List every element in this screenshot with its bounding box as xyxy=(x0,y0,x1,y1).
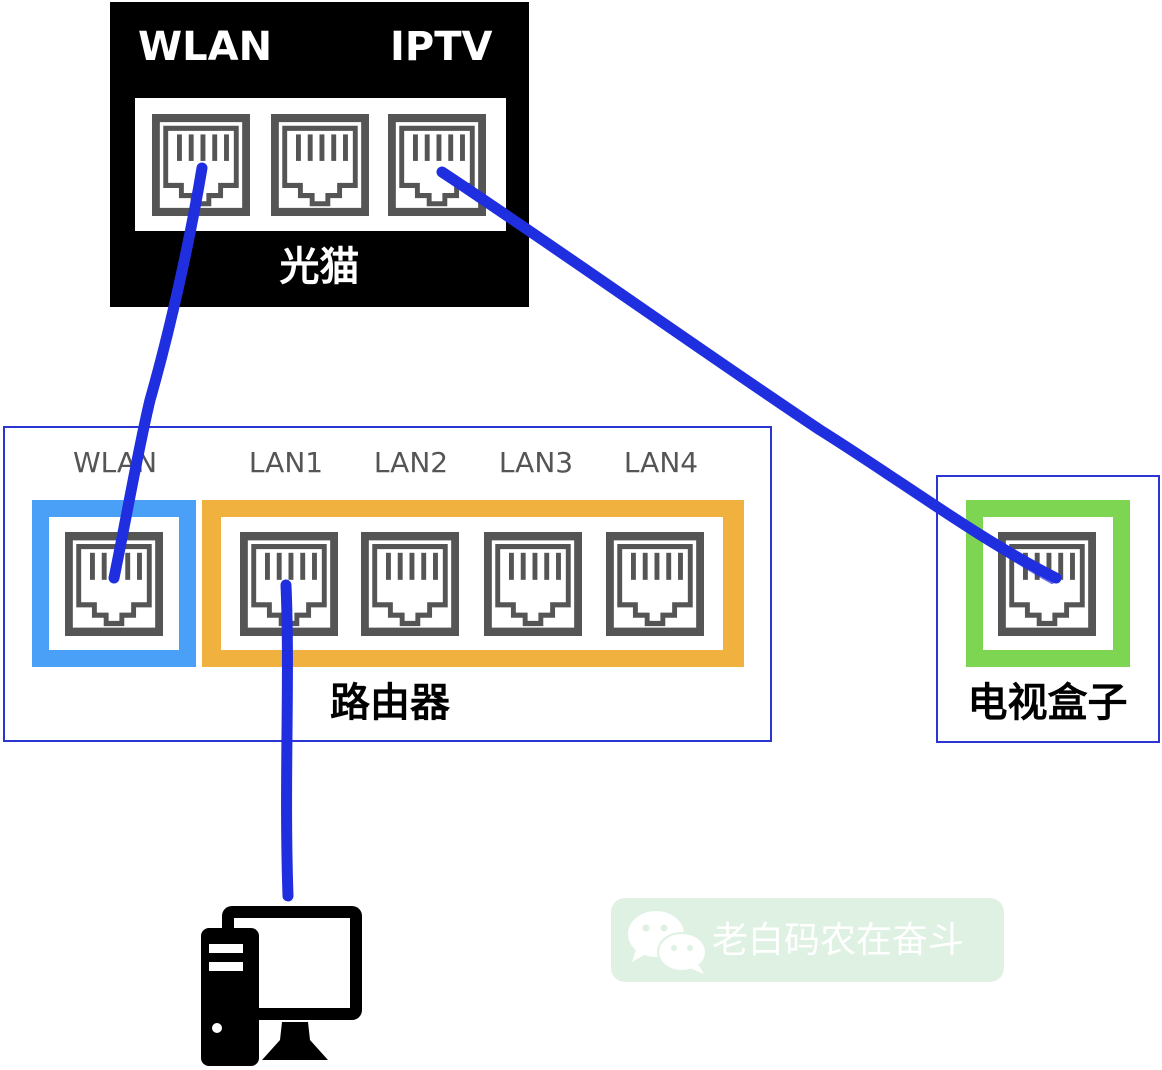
router-title: 路由器 xyxy=(330,680,450,726)
modem-wan-label: WLAN xyxy=(138,24,273,70)
router-port-label-lan3: LAN3 xyxy=(498,446,574,479)
cable-modem-wan-to-router-wan xyxy=(108,162,208,584)
router xyxy=(3,426,772,742)
set-top-box-title: 电视盒子 xyxy=(967,680,1128,726)
watermark-text: 老白码农在奋斗 xyxy=(712,920,965,961)
computer-icon xyxy=(201,906,362,1066)
modem-title: 光猫 xyxy=(279,244,360,290)
set-top-box xyxy=(936,475,1160,743)
modem-iptv-label: IPTV xyxy=(390,24,493,70)
cable-modem-iptv-to-set-top-box xyxy=(436,166,1062,584)
wechat-icon xyxy=(628,911,707,974)
router-port-label-lan1: LAN1 xyxy=(248,446,324,479)
cable-router-lan1-to-computer xyxy=(280,579,294,902)
router-port-label-lan4: LAN4 xyxy=(623,446,699,479)
router-port-label-lan2: LAN2 xyxy=(373,446,449,479)
